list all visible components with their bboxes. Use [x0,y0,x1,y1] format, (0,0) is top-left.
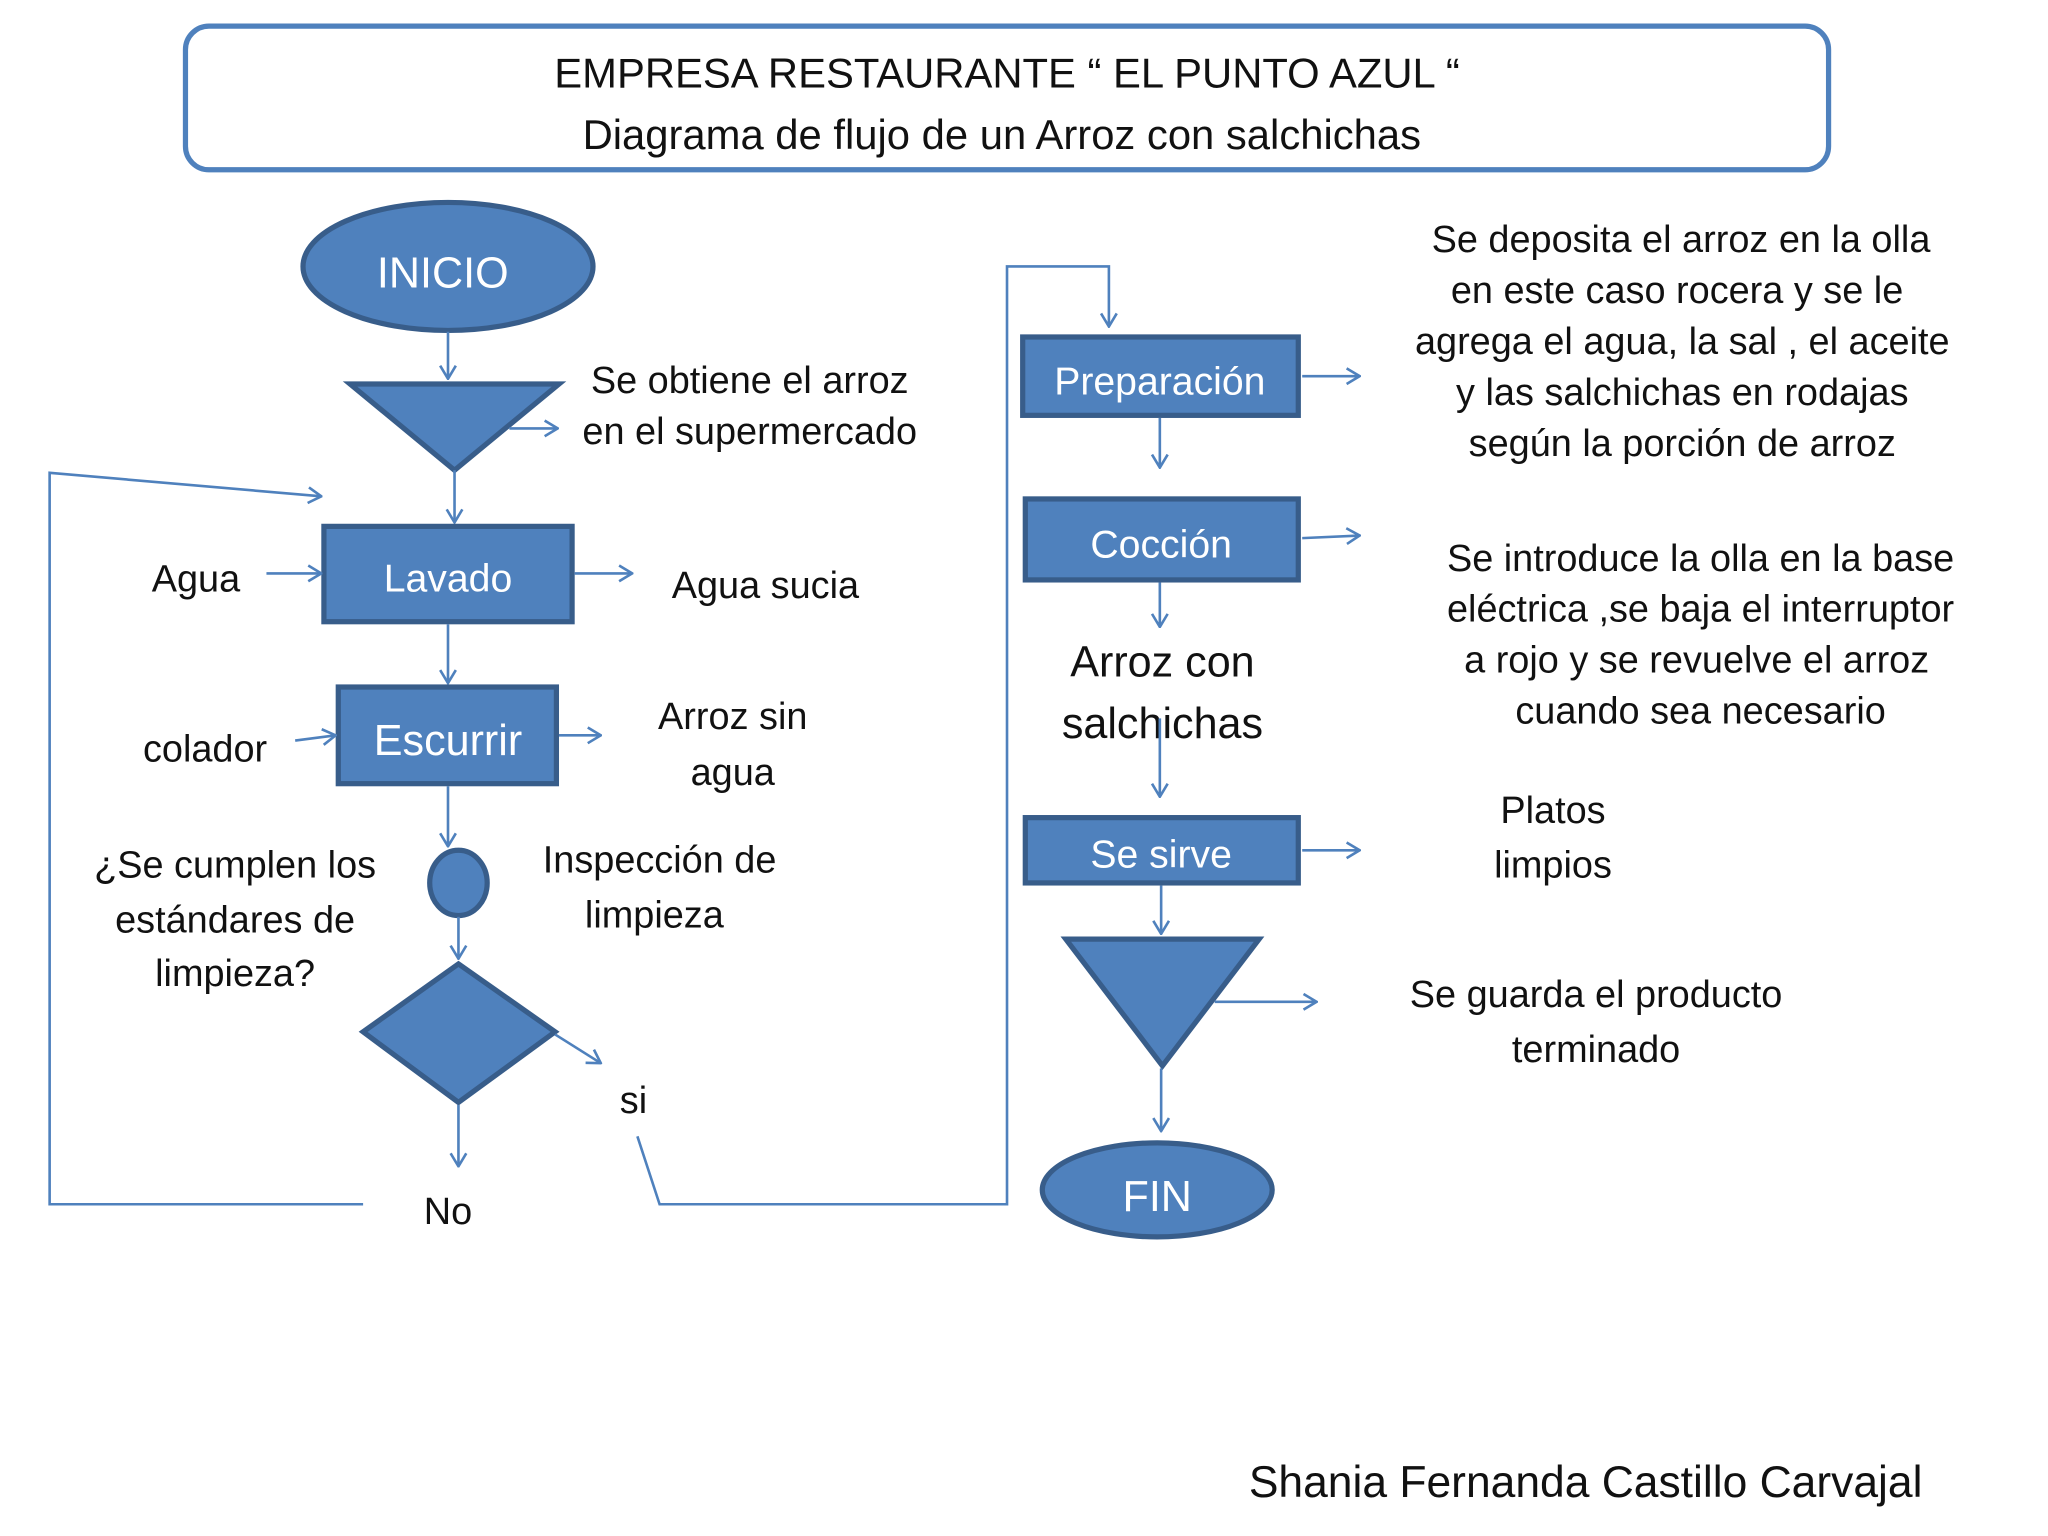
arrow [1302,536,1359,539]
arroz-sin-agua-line1: Arroz sin [658,696,807,738]
pregunta-line1: ¿Se cumplen los [94,845,376,887]
pregunta-line2: estándares de [115,900,355,942]
arrow [295,735,335,740]
guarda-line1: Se guarda el producto [1410,974,1783,1016]
platos-line2: limpios [1494,845,1612,887]
se-sirve-label: Se sirve [1090,833,1232,876]
lavado-label: Lavado [384,558,513,601]
colador-label: colador [143,728,267,770]
inicio-label: INICIO [377,249,509,297]
arroz-sin-agua-line2: agua [691,752,776,794]
no-label: No [424,1191,472,1233]
arroz-con-line2: salchichas [1062,700,1263,748]
introduce-line3: a rojo y se revuelve el arroz [1464,640,1929,682]
fin-label: FIN [1123,1173,1192,1221]
decision-diamond [358,960,560,1106]
escurrir-process [335,684,560,787]
deposita-line5: según la porción de arroz [1469,423,1896,465]
se-sirve-process [1022,815,1301,886]
arrow [554,1033,601,1063]
agua-sucia-label: Agua sucia [672,565,860,607]
fin-terminal [1039,1140,1275,1240]
obtiene-line1: Se obtiene el arroz [591,360,909,402]
storage-triangle-final [1060,936,1265,1071]
pregunta-line3: limpieza? [155,953,315,995]
si-connector [636,265,1109,1206]
deposita-line1: Se deposita el arroz en la olla [1432,219,1932,261]
escurrir-label: Escurrir [374,717,522,765]
deposita-line2: en este caso rocera y se le [1451,270,1903,312]
obtiene-line2: en el supermercado [582,411,917,453]
agua-label: Agua [152,559,241,601]
platos-line1: Platos [1500,790,1605,832]
preparacion-process [1020,334,1301,418]
author-name: Shania Fernanda Castillo Carvajal [1249,1458,1923,1507]
guarda-line2: terminado [1512,1029,1680,1071]
inspeccion-line1: Inspección de [543,839,777,881]
inspection-circle [427,847,490,919]
coccion-label: Cocción [1090,524,1232,567]
coccion-process [1022,496,1301,583]
si-label: si [620,1080,647,1122]
deposita-line4: y las salchichas en rodajas [1456,372,1908,414]
title-line1: EMPRESA RESTAURANTE “ EL PUNTO AZUL “ [554,50,1459,97]
inicio-terminal [300,199,596,334]
deposita-line3: agrega el agua, la sal , el aceite [1415,321,1950,363]
title-line2: Diagrama de flujo de un Arroz con salchi… [583,111,1421,158]
loop-back-connector [48,471,364,1206]
introduce-line4: cuando sea necesario [1515,691,1885,733]
arroz-con-line1: Arroz con [1070,639,1254,687]
introduce-line1: Se introduce la olla en la base [1447,538,1954,580]
preparacion-label: Preparación [1054,360,1265,403]
lavado-process [321,523,575,625]
introduce-line2: eléctrica ,se baja el interruptor [1447,589,1954,631]
inspeccion-line2: limpieza [585,894,725,936]
title-box [182,23,1832,173]
storage-triangle [342,381,567,474]
